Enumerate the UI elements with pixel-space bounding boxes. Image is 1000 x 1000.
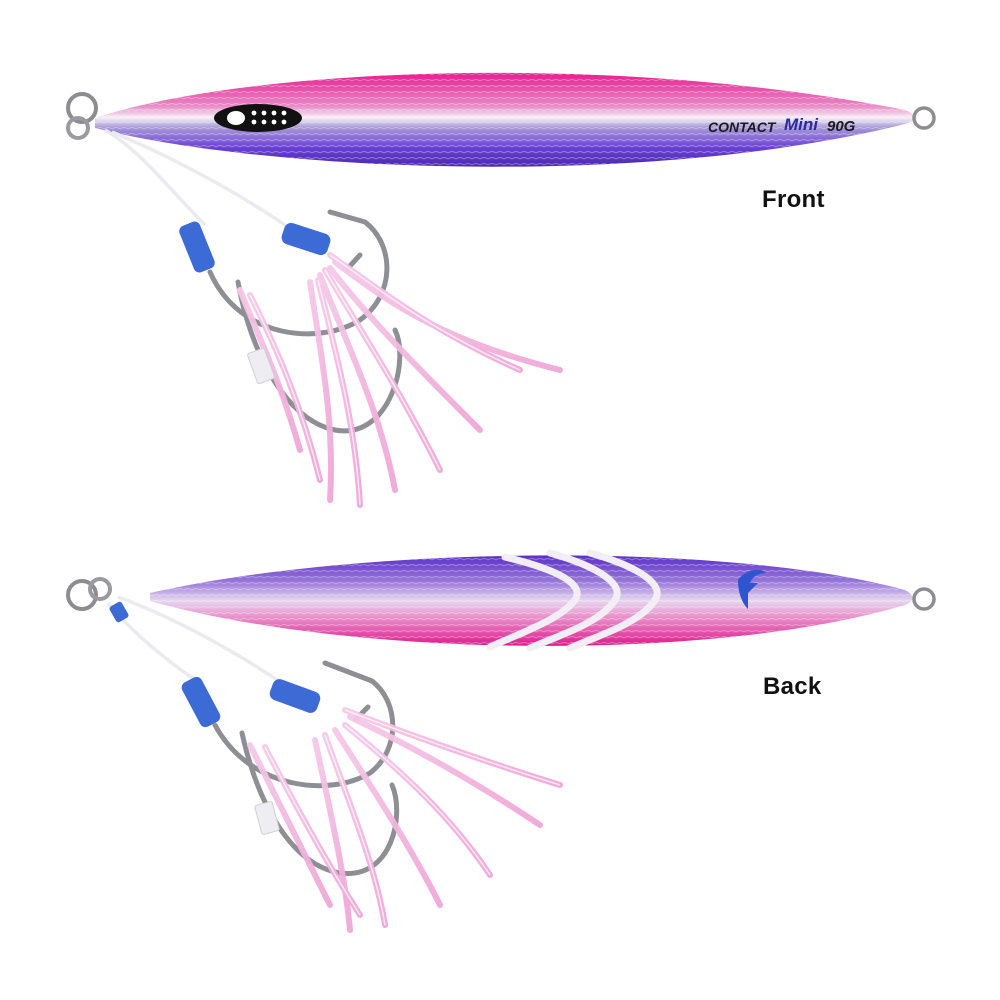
back-view: Back	[0, 485, 1000, 985]
logo-badge-icon	[214, 104, 302, 132]
assist-tube-icon	[179, 221, 331, 273]
hook-keeper-tab	[254, 801, 280, 835]
hook-keeper-tab	[247, 347, 275, 385]
weight-text: 90G	[827, 118, 856, 135]
tail-eye-ring-icon	[912, 587, 936, 611]
split-ring-icon	[66, 577, 112, 611]
assist-line	[104, 128, 297, 234]
assist-tube-icon	[109, 601, 321, 728]
tail-eye-ring-icon	[912, 106, 936, 130]
brand-text: CONTACT	[708, 119, 777, 135]
split-ring-icon	[66, 92, 98, 140]
chevron-stripes	[486, 549, 661, 652]
front-lure-illustration: CONTACT Mini 90G	[66, 72, 936, 508]
skirt-tassel	[247, 707, 563, 933]
fin-logo-icon	[738, 569, 766, 609]
back-label: Back	[763, 673, 822, 700]
back-lure-illustration	[66, 549, 936, 933]
front-view: CONTACT Mini 90G	[66, 72, 936, 508]
model-text: Mini	[784, 115, 819, 134]
front-label: Front	[762, 186, 825, 213]
